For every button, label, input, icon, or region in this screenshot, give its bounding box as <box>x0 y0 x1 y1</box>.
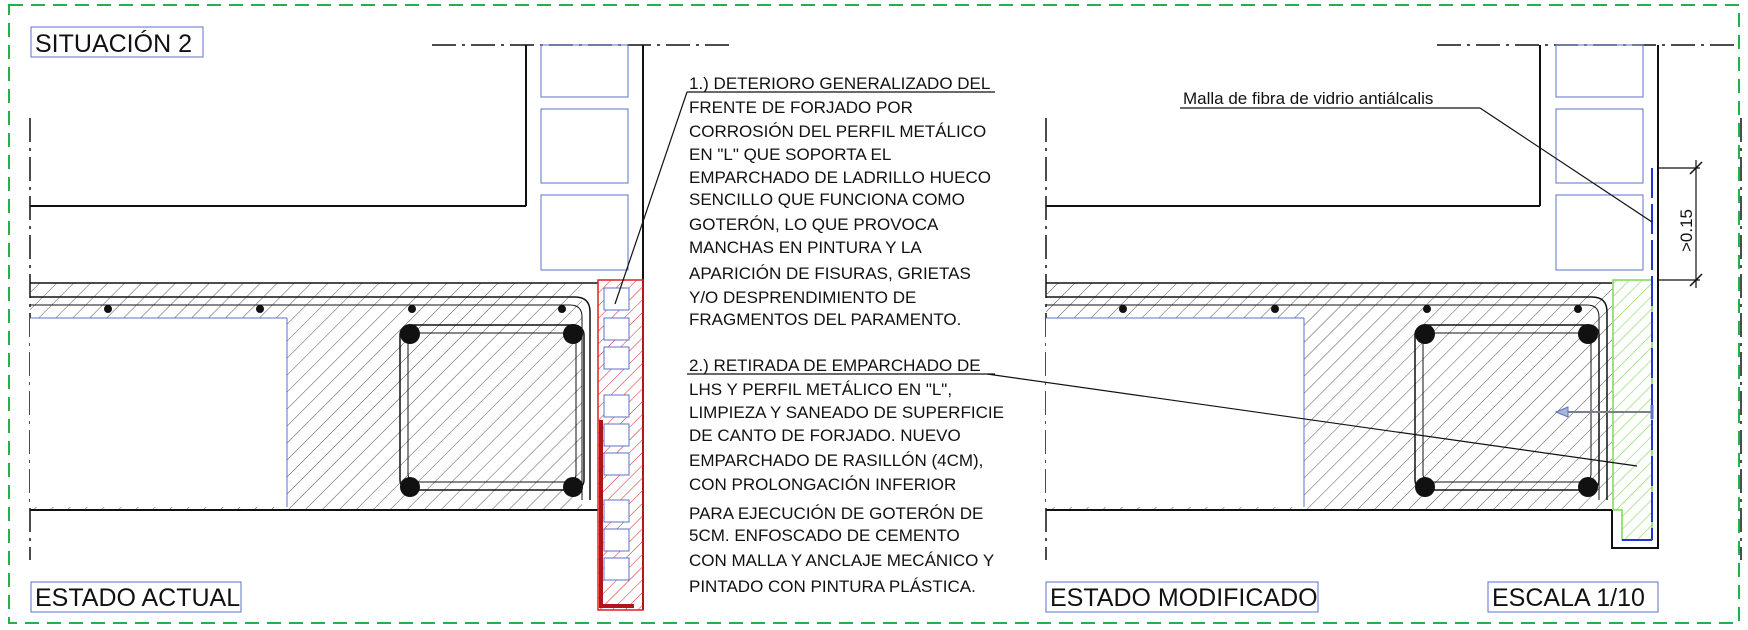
note1-line-2: CORROSIÓN DEL PERFIL METÁLICO <box>689 122 986 141</box>
note1-line-5: SENCILLO QUE FUNCIONA COMO <box>689 190 965 209</box>
note1-line-0: 1.) DETERIORO GENERALIZADO DEL <box>689 74 990 93</box>
title-box: SITUACIÓN 2 <box>30 26 204 58</box>
note2-line-5: CON PROLONGACIÓN INFERIOR <box>689 475 956 494</box>
estado-actual-section <box>29 44 732 611</box>
note1-line-3: EN "L" QUE SOPORTA EL <box>689 145 891 164</box>
new-patch <box>1612 279 1653 541</box>
note2-line-2: LIMPIEZA Y SANEADO DE SUPERFICIE <box>689 403 1004 422</box>
escala-box: ESCALA 1/10 <box>1487 581 1659 613</box>
estado-modificado-label: ESTADO MODIFICADO <box>1050 584 1318 612</box>
malla-label: Malla de fibra de vidrio antiálcalis <box>1183 89 1433 108</box>
escala-label: ESCALA 1/10 <box>1492 584 1645 612</box>
dimension-label: >0.15 <box>1677 209 1696 252</box>
note1-line-1: FRENTE DE FORJADO POR <box>689 98 913 117</box>
note2-line-6: PARA EJECUCIÓN DE GOTERÓN DE <box>689 504 983 523</box>
mechanical-anchor <box>1554 405 1654 419</box>
note1-line-8: APARICIÓN DE FISURAS, GRIETAS <box>689 264 971 283</box>
note1-line-10: FRAGMENTOS DEL PARAMENTO. <box>689 310 961 329</box>
note1-line-6: GOTERÓN, LO QUE PROVOCA <box>689 215 939 234</box>
note-1: 1.) DETERIORO GENERALIZADO DEL FRENTE DE… <box>687 74 995 329</box>
upper-bricks <box>540 44 629 271</box>
note1-line-9: Y/O DESPRENDIMIENTO DE <box>689 288 916 307</box>
note2-line-3: DE CANTO DE FORJADO. NUEVO <box>689 426 961 445</box>
note1-line-4: EMPARCHADO DE LADRILLO HUECO <box>689 168 991 187</box>
upper-bricks-modified <box>1555 44 1644 271</box>
drawing-frame <box>8 4 1740 624</box>
estado-modificado-section: >0.15 Malla de fibra de vidrio antiálcal… <box>986 44 1742 560</box>
estado-actual-box: ESTADO ACTUAL <box>30 581 242 613</box>
page-title: SITUACIÓN 2 <box>35 29 192 58</box>
note2-line-1: LHS Y PERFIL METÁLICO EN "L", <box>689 380 952 399</box>
note1-line-7: MANCHAS EN PINTURA Y LA <box>689 238 922 257</box>
estado-actual-label: ESTADO ACTUAL <box>35 584 240 612</box>
note-2: 2.) RETIRADA DE EMPARCHADO DE LHS Y PERF… <box>687 356 1004 596</box>
note2-line-8: CON MALLA Y ANCLAJE MECÁNICO Y <box>689 551 994 570</box>
metal-l-profile <box>599 420 634 608</box>
note2-line-7: 5CM. ENFOSCADO DE CEMENTO <box>689 526 960 545</box>
dimension-015: >0.15 <box>1658 160 1703 288</box>
hollow-bricks <box>603 287 630 581</box>
note2-line-9: PINTADO CON PINTURA PLÁSTICA. <box>689 577 976 596</box>
note2-line-0: 2.) RETIRADA DE EMPARCHADO DE <box>689 356 981 375</box>
note2-line-4: EMPARCHADO DE RASILLÓN (4CM), <box>689 451 983 470</box>
estado-modificado-box: ESTADO MODIFICADO <box>1045 581 1319 613</box>
beam-stirrup <box>399 324 585 491</box>
